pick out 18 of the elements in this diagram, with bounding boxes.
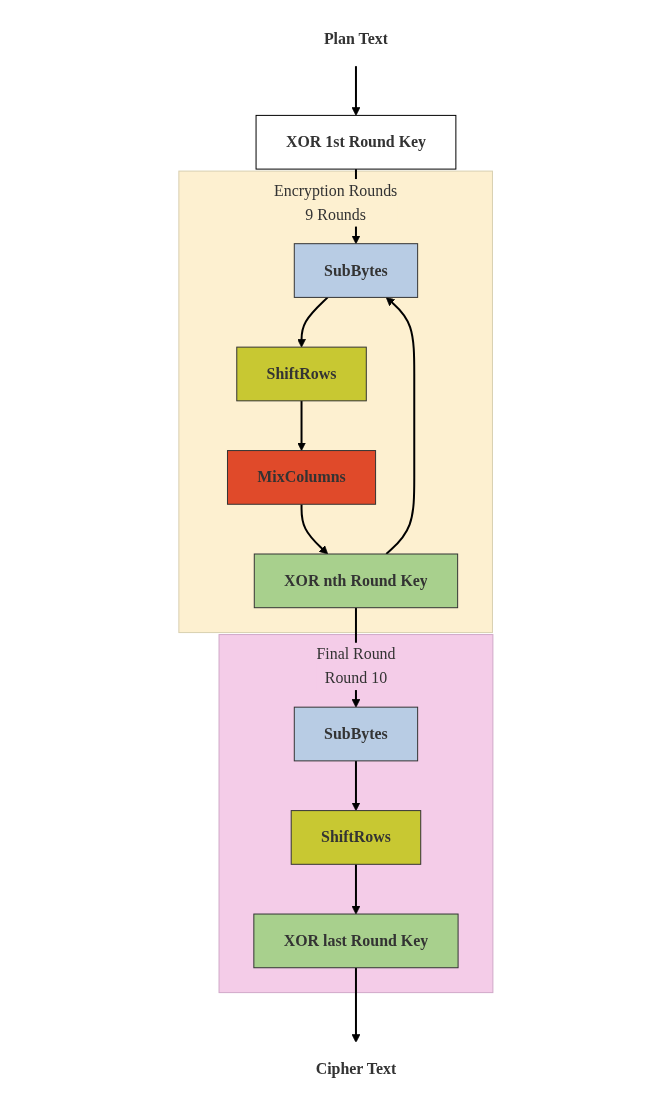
node-text: Cipher Text xyxy=(315,1059,396,1077)
arrow xyxy=(351,862,360,914)
node-box: XOR nth Round Key xyxy=(253,553,458,608)
arrow xyxy=(384,296,415,555)
arrow xyxy=(296,399,306,451)
node-text: Plan Text xyxy=(323,29,388,47)
node-box: SubBytes xyxy=(293,242,418,298)
node-box: ShiftRows xyxy=(290,809,421,865)
arrow xyxy=(351,966,360,1043)
arrow xyxy=(351,759,360,811)
arrow xyxy=(351,64,360,116)
node-box: MixColumns xyxy=(226,449,376,505)
node-box: XOR last Round Key xyxy=(252,913,459,968)
node-box: SubBytes xyxy=(293,706,418,761)
node-box: ShiftRows xyxy=(235,346,367,401)
arrow xyxy=(296,295,329,348)
node-box: XOR 1st Round Key xyxy=(255,114,456,170)
arrow xyxy=(300,502,328,554)
